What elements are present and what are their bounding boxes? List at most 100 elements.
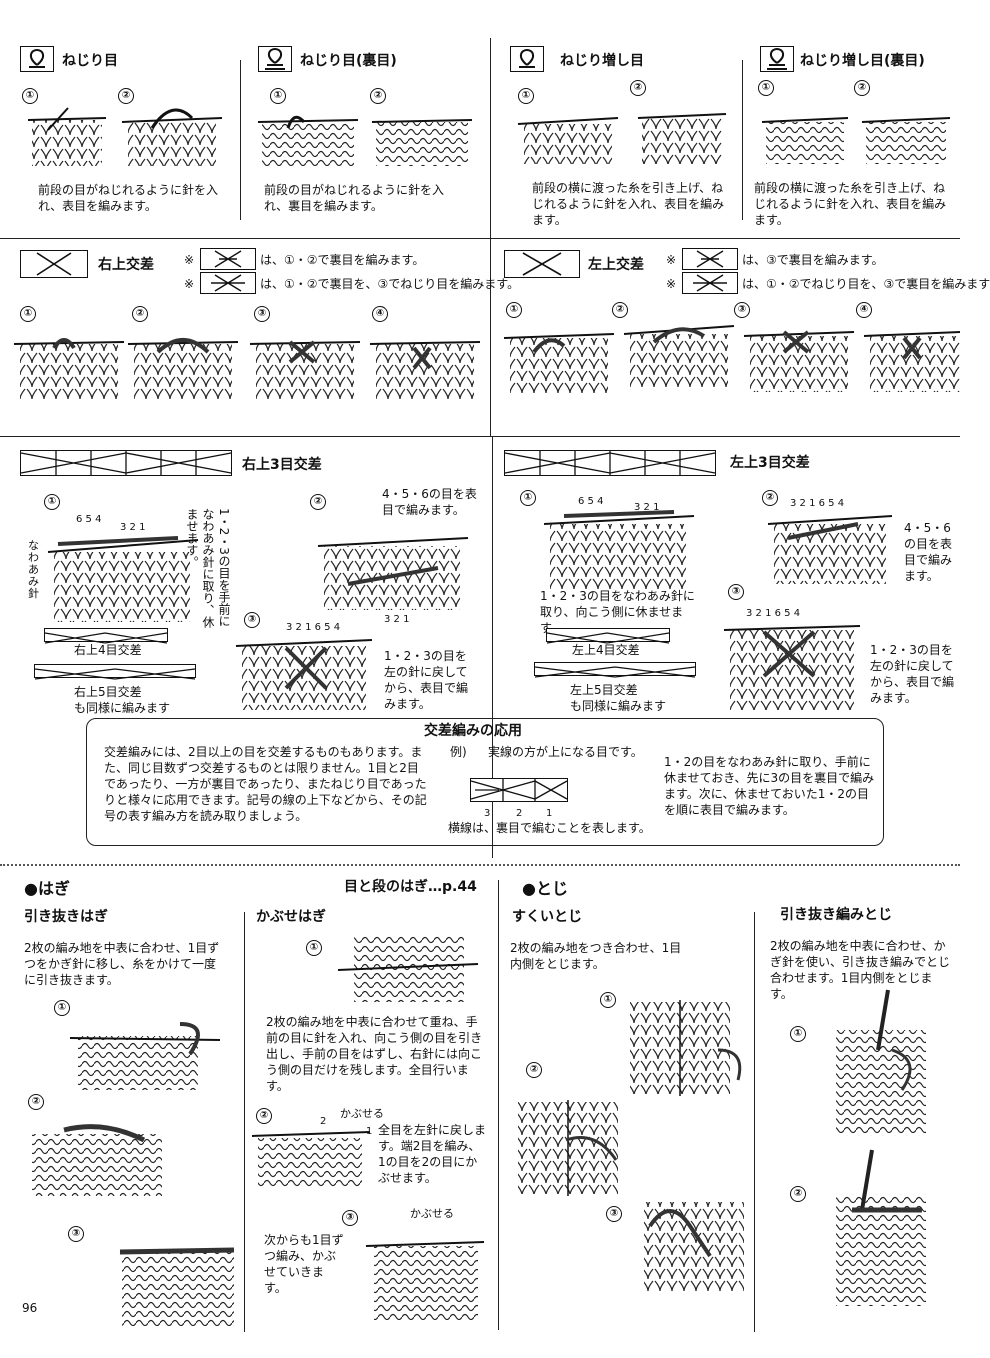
section-title: 引き抜きはぎ <box>24 909 108 925</box>
section-title: すくいとじ <box>512 909 582 925</box>
page-reference: 目と段のはぎ…p.44 <box>344 879 477 895</box>
step-number: ① <box>20 306 36 322</box>
knitting-illustration <box>127 328 239 402</box>
cross-purl-symbol <box>682 248 738 270</box>
instruction-text: 前段の目がねじれるように針を入れ、表目を編みます。 <box>38 183 219 213</box>
section-title: かぶせはぎ <box>256 909 326 925</box>
step-number: ② <box>854 80 870 96</box>
cross-purl-symbol <box>200 248 256 270</box>
cross-application-box <box>86 718 884 846</box>
step-number: ③ <box>254 306 270 322</box>
knitting-illustration <box>743 318 855 394</box>
stitch-number: 3 <box>484 808 491 819</box>
knitting-illustration <box>27 100 107 170</box>
note-mark: ※ <box>666 253 677 267</box>
example-cross-symbol <box>470 778 568 802</box>
section-title: ねじり目 <box>62 53 118 69</box>
variation-label: 左上4目交差 <box>572 643 640 657</box>
left-5-cross-symbol <box>534 662 696 678</box>
knitting-illustration <box>628 1000 748 1096</box>
instruction-text: 次からも1目ずつ編み、かぶせていきます。 <box>264 1233 344 1295</box>
box-title: 交差編みの応用 <box>424 723 522 739</box>
instruction-text: 2枚の編み地を中表に合わせ、1目ずつをかぎ針に移し、糸をかけて一度に引き抜きます… <box>24 941 220 987</box>
step-number: ③ <box>734 302 750 318</box>
twisted-purl-symbol <box>258 46 292 72</box>
knitting-illustration <box>767 508 893 586</box>
cross-twist-symbol <box>682 272 738 294</box>
step-number: ② <box>790 1186 806 1202</box>
step-number: ② <box>310 494 326 510</box>
section-title: 左上3目交差 <box>730 455 810 471</box>
knitting-illustration <box>24 1110 174 1200</box>
knitting-illustration <box>863 318 961 394</box>
vertical-note: 1・2・3の目を手前になわあみ針に取り、休ませます。 <box>185 508 231 628</box>
box-text: 交差編みには、2目以上の目を交差するものもあります。また、同じ目数ずつ交差するも… <box>104 745 427 823</box>
knitting-illustration <box>517 96 619 168</box>
knitting-illustration <box>13 328 125 402</box>
knitting-illustration <box>637 94 727 168</box>
note-mark: ※ <box>184 253 195 267</box>
instruction-text: 全目を左針に戻します。端2目を編み、1の目を2の目にかぶせます。 <box>378 1123 487 1185</box>
knitting-illustration <box>503 322 615 396</box>
knitting-illustration <box>257 104 359 168</box>
step-number: ② <box>370 88 386 104</box>
instruction-text: 4・5・6の目を表目で編みます。 <box>904 521 953 583</box>
instruction-text: 2枚の編み地を中表に合わせ、かぎ針を使い、引き抜き編みでとじ合わせます。1目内側… <box>770 939 951 1001</box>
note-text: は、③で裏目を編みます。 <box>742 253 884 267</box>
knitting-illustration <box>100 1228 240 1328</box>
step-number: ① <box>54 1000 70 1016</box>
stitch-numbers: 6 5 4 <box>76 514 102 525</box>
cross-twist-symbol <box>200 272 256 294</box>
note-mark: ※ <box>666 277 677 291</box>
section-title: 左上交差 <box>588 257 644 273</box>
kabuseru-label: かぶせる <box>340 1107 384 1120</box>
instruction-text: 前段の横に渡った糸を引き上げ、ねじれるように針を入れ、表目を編みます。 <box>754 181 947 227</box>
note-text: は、①・②で裏目を、③でねじり目を編みます。 <box>260 277 520 291</box>
box-right-text: 1・2の目をなわあみ針に取り、手前に休ませておき、先に3の目を裏目で編みます。次… <box>664 755 875 817</box>
twisted-increase-symbol <box>510 46 544 72</box>
knitting-illustration <box>249 328 361 402</box>
instruction-text: 2枚の編み地をつき合わせ、1目内側をとじます。 <box>510 941 682 971</box>
right-3-cross-symbol <box>20 450 232 476</box>
note-text: は、①・②でねじり目を、③で裏目を編みます <box>742 277 990 291</box>
knitting-illustration <box>761 98 849 168</box>
step-number: ① <box>22 88 38 104</box>
step-number: ③ <box>606 1206 622 1222</box>
knitting-illustration <box>121 98 223 170</box>
example-label: 例) <box>450 745 467 759</box>
toji-heading: ●とじ <box>522 879 568 898</box>
step-number: ① <box>306 940 322 956</box>
knitting-illustration <box>623 316 735 390</box>
horizontal-line-note: 横線は、裏目で編むことを表します。 <box>448 821 651 835</box>
hagi-heading: ●はぎ <box>24 879 70 898</box>
kabuseru-label: かぶせる <box>410 1207 454 1220</box>
section-title: ねじり増し目 <box>560 53 644 69</box>
knitting-illustration <box>337 926 479 1006</box>
step-number: ③ <box>728 584 744 600</box>
stitch-numbers: 3 2 1 6 5 4 <box>746 608 801 619</box>
left-4-cross-symbol <box>546 628 670 644</box>
variation-note: も同様に編みます <box>74 701 171 715</box>
step-number: ② <box>118 88 134 104</box>
left-3-cross-symbol <box>504 450 716 476</box>
section-title: 引き抜き編みとじ <box>780 907 892 923</box>
knitting-illustration <box>723 616 861 712</box>
stitch-numbers: 3 2 1 <box>120 522 146 533</box>
knitting-illustration <box>369 328 481 402</box>
twisted-increase-purl-symbol <box>760 46 794 72</box>
knitting-illustration <box>861 98 951 168</box>
variation-label: 右上5目交差 <box>74 685 142 699</box>
knitting-illustration <box>832 1149 932 1310</box>
variation-label: 右上4目交差 <box>74 643 142 657</box>
knitting-illustration <box>516 1100 636 1196</box>
section-title: 右上交差 <box>98 257 154 273</box>
step-number: ① <box>758 80 774 96</box>
stitch-numbers: 3 2 1 <box>384 614 410 625</box>
stitch-number: 1 <box>546 808 553 819</box>
instruction-text: 1・2・3の目をなわあみ針に取り、向こう側に休ませます。 <box>540 589 695 635</box>
example-note: 実線の方が上になる目です。 <box>488 745 643 759</box>
stitch-numbers: 3 2 1 <box>634 502 660 513</box>
step-number: ② <box>630 80 646 96</box>
instruction-text: 4・5・6の目を表目で編みます。 <box>382 487 477 517</box>
stitch-number: 2 <box>320 1116 327 1127</box>
